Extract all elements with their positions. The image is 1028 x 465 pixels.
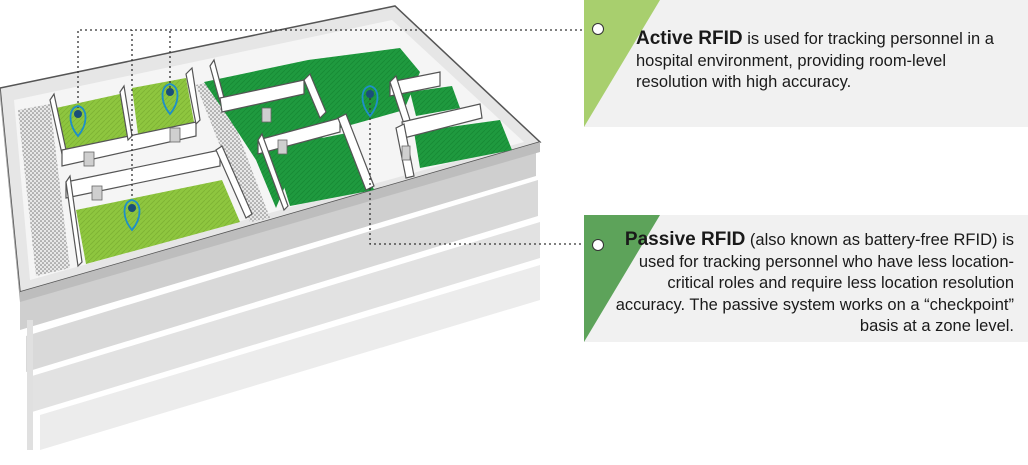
room-passive-4 xyxy=(410,86,460,116)
top-floor xyxy=(0,5,542,302)
active-rfid-body: is used for tracking personnel in a hosp… xyxy=(636,30,994,91)
passive-rfid-panel: Passive RFID (also known as battery-free… xyxy=(584,215,1028,342)
room-passive-1 xyxy=(272,132,374,206)
callout-dot-icon xyxy=(592,239,604,251)
door-icon xyxy=(83,107,411,201)
passive-rfid-description: Passive RFID (also known as battery-free… xyxy=(614,229,1014,338)
callout-lines xyxy=(77,29,596,245)
room-active-3 xyxy=(76,180,240,264)
active-rfid-description: Active RFID is used for tracking personn… xyxy=(636,28,1018,94)
passive-rfid-title: Passive RFID xyxy=(624,229,746,250)
active-rfid-panel: Active RFID is used for tracking personn… xyxy=(584,0,1028,127)
callout-dot-icon xyxy=(592,23,604,35)
corridor xyxy=(18,104,70,276)
location-pin-icon xyxy=(69,83,379,232)
lower-floors xyxy=(20,150,540,450)
room-passive-3 xyxy=(414,120,512,168)
passive-rfid-body: (also known as battery-free RFID) is use… xyxy=(615,231,1014,335)
active-rfid-title: Active RFID xyxy=(636,28,743,49)
room-active-2 xyxy=(132,78,194,134)
